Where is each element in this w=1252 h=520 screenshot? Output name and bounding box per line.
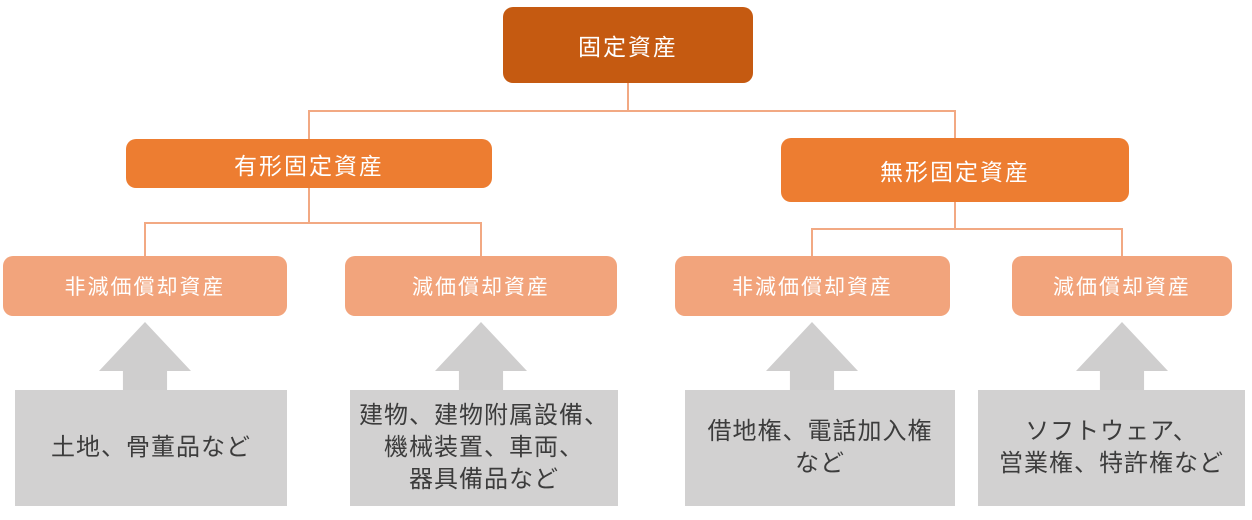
up-arrow-icon	[99, 322, 191, 390]
example-box-software-patents: ソフトウェア、 営業権、特許権など	[978, 390, 1245, 506]
up-arrow-icon	[435, 322, 527, 390]
node-label: 減価償却資産	[412, 276, 550, 299]
example-text: 建物、建物附属設備、 機械装置、車両、 器具備品など	[359, 402, 609, 493]
connector-line	[627, 83, 629, 111]
example-box-land-antiques: 土地、骨董品など	[15, 390, 287, 506]
connector-line	[811, 228, 1122, 230]
node-label: 有形固定資産	[234, 152, 384, 179]
connector-line	[308, 110, 955, 112]
connector-line	[308, 110, 310, 140]
node-tangible-fixed-assets: 有形固定資産	[126, 139, 492, 188]
node-non-depreciable-intangible: 非減価償却資産	[675, 256, 950, 316]
example-box-leasehold-telephone: 借地権、電話加入権 など	[685, 390, 955, 506]
node-label: 減価償却資産	[1053, 276, 1191, 299]
connector-line	[811, 228, 813, 256]
example-text: 借地権、電話加入権 など	[707, 418, 933, 477]
up-arrow-icon	[1076, 322, 1168, 390]
node-intangible-fixed-assets: 無形固定資産	[781, 138, 1129, 202]
connector-line	[954, 202, 956, 228]
example-text: 土地、骨董品など	[51, 434, 251, 462]
connector-line	[1121, 228, 1123, 256]
root-node-fixed-assets: 固定資産	[503, 7, 753, 83]
root-node-label: 固定資産	[578, 34, 678, 60]
connector-line	[144, 222, 146, 256]
connector-line	[480, 222, 482, 256]
node-label: 非減価償却資産	[732, 276, 893, 299]
node-label: 無形固定資産	[880, 159, 1030, 185]
node-depreciable-tangible: 減価償却資産	[345, 256, 617, 316]
example-text: ソフトウェア、 営業権、特許権など	[999, 418, 1224, 477]
connector-line	[144, 222, 481, 224]
connector-line	[308, 188, 310, 222]
node-depreciable-intangible: 減価償却資産	[1012, 256, 1232, 316]
connector-line	[954, 110, 956, 139]
node-non-depreciable-tangible: 非減価償却資産	[3, 256, 287, 316]
node-label: 非減価償却資産	[64, 276, 226, 299]
example-box-buildings-machinery: 建物、建物附属設備、 機械装置、車両、 器具備品など	[350, 390, 618, 506]
up-arrow-icon	[766, 322, 858, 390]
